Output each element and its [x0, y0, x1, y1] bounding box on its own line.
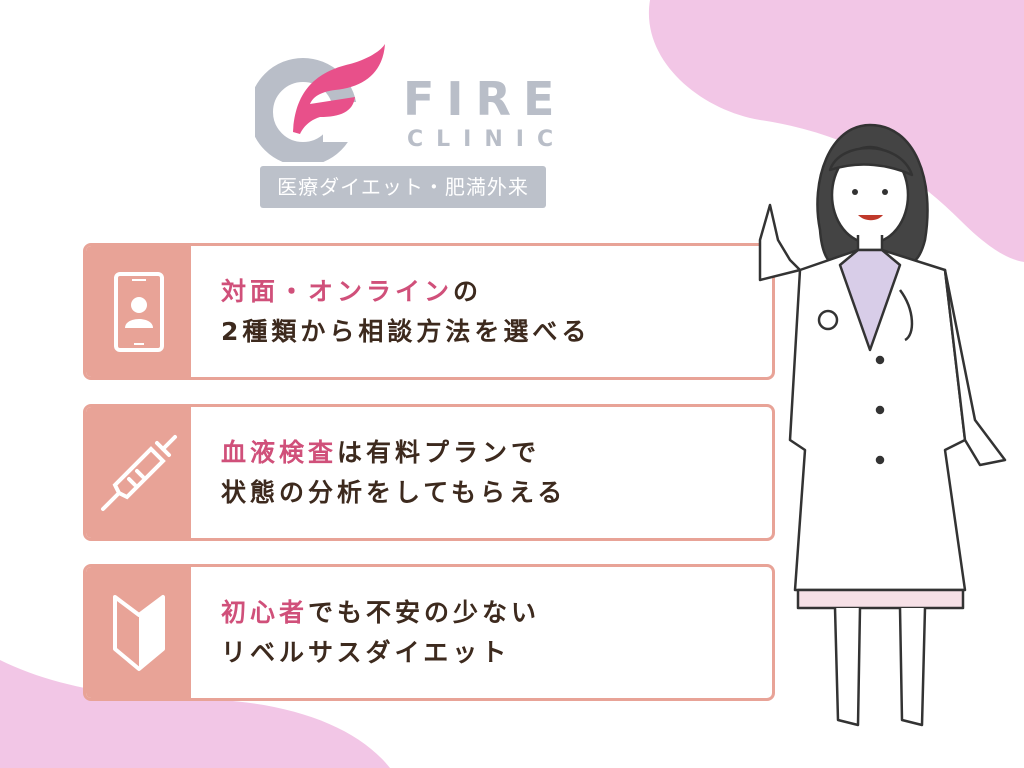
feature-text: は有料プランで [337, 438, 541, 467]
doctor-illustration [758, 123, 1007, 727]
clinic-logo: FIRE CLINIC 医療ダイエット・肥満外来 [249, 42, 555, 212]
background-blob-bottom-left [0, 660, 390, 768]
feature-card-blood-test: 血液検査は有料プランで 状態の分析をしてもらえる [83, 404, 775, 541]
smartphone-user-icon [113, 271, 164, 352]
logo-tagline: 医療ダイエット・肥満外来 [260, 166, 546, 208]
feature-text: リベルサスダイエット [221, 638, 511, 667]
feature-text: 2種類から相談方法を選べる [221, 317, 591, 346]
logo-brand-clinic: CLINIC [407, 127, 567, 152]
feature-text: 状態の分析をしてもらえる [221, 478, 567, 507]
feature-text: でも不安の少ない [308, 598, 541, 627]
syringe-icon [100, 434, 177, 511]
feature-highlight: 初心者 [221, 598, 309, 627]
feature-card-beginner: 初心者でも不安の少ない リベルサスダイエット [83, 564, 775, 701]
logo-mark-icon [249, 44, 385, 166]
feature-highlight: 対面・オンライン [221, 277, 454, 306]
beginner-mark-icon [112, 594, 165, 671]
feature-highlight: 血液検査 [221, 438, 338, 467]
logo-brand-fire: FIRE [403, 72, 567, 126]
feature-text: の [453, 277, 483, 306]
feature-card-consultation: 対面・オンラインの 2種類から相談方法を選べる [83, 243, 775, 380]
